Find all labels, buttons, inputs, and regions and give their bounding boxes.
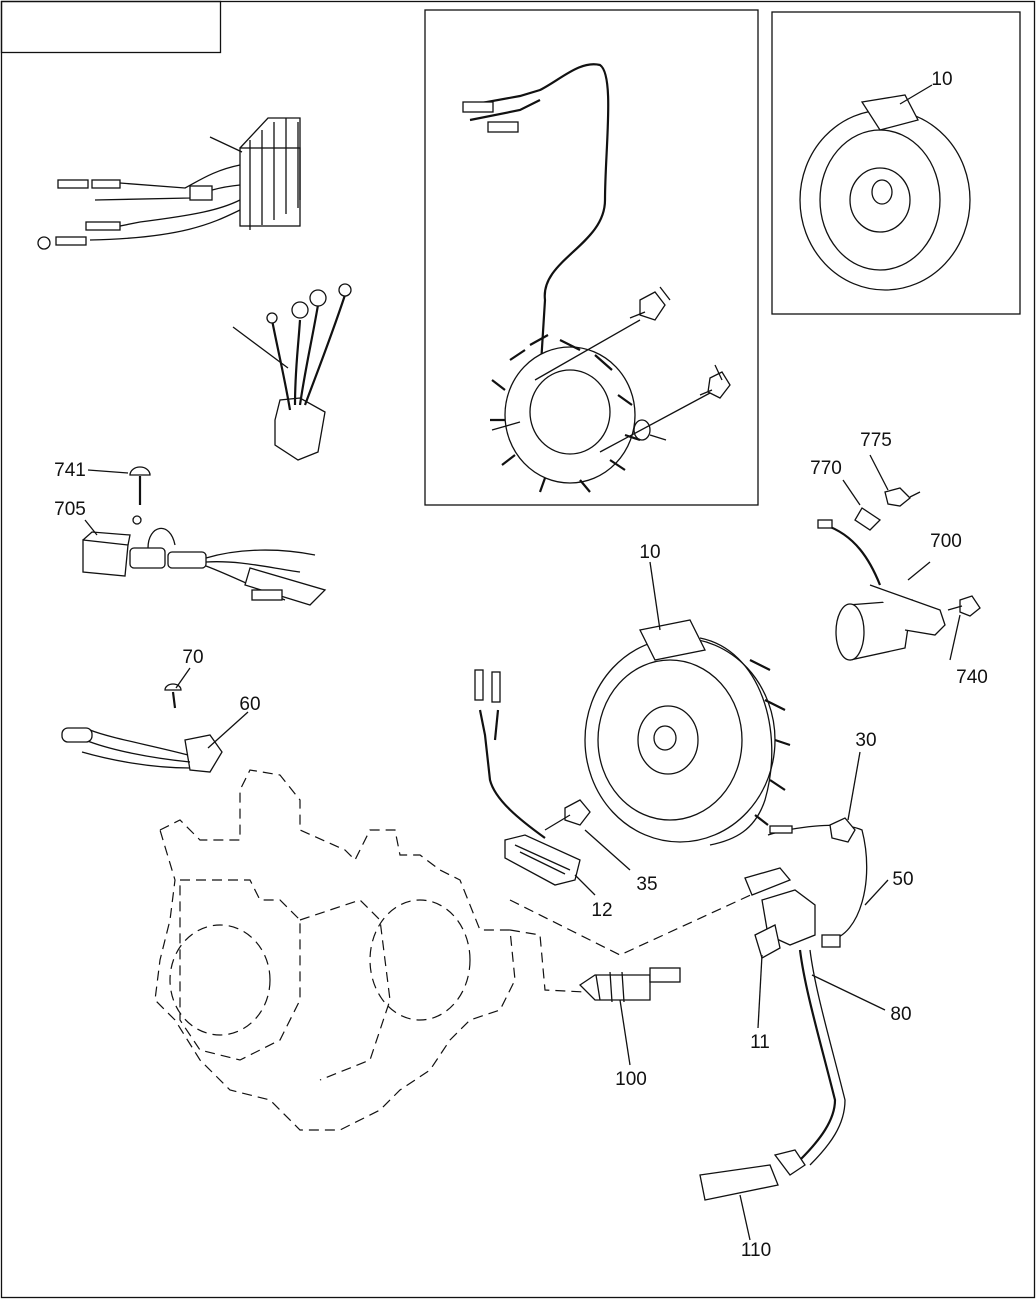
engine-block-outline bbox=[154, 769, 756, 1131]
stator bbox=[462, 63, 731, 493]
callout-35: 35 bbox=[636, 874, 657, 895]
flywheel-inset bbox=[799, 84, 971, 291]
callout-10-flywheel: 10 bbox=[639, 542, 660, 563]
callout-60: 60 bbox=[239, 694, 260, 715]
callout-770: 770 bbox=[810, 458, 842, 479]
callout-100: 100 bbox=[615, 1069, 647, 1090]
cdi-unit bbox=[82, 466, 327, 606]
ignition-coil bbox=[699, 817, 868, 1201]
trigger-sensor bbox=[61, 683, 223, 773]
callout-740: 740 bbox=[956, 667, 988, 688]
callout-50: 50 bbox=[892, 869, 913, 890]
pulse-generator bbox=[474, 669, 631, 896]
rectifier-harness bbox=[232, 283, 352, 461]
callout-leaders bbox=[84, 454, 961, 1241]
callout-70: 70 bbox=[182, 647, 203, 668]
callout-30: 30 bbox=[855, 730, 876, 751]
callout-110: 110 bbox=[741, 1240, 771, 1261]
callout-741: 741 bbox=[54, 460, 86, 481]
title-box bbox=[0, 0, 222, 54]
flywheel bbox=[584, 561, 791, 846]
stator-inset-frame bbox=[424, 9, 759, 506]
spark-plug bbox=[578, 967, 681, 1066]
voltage-regulator bbox=[37, 117, 301, 250]
callout-775: 775 bbox=[860, 430, 892, 451]
callout-11: 11 bbox=[750, 1032, 770, 1053]
callout-10-inset: 10 bbox=[931, 69, 952, 90]
callout-705: 705 bbox=[54, 499, 86, 520]
callout-12: 12 bbox=[591, 900, 612, 921]
callout-80: 80 bbox=[890, 1004, 911, 1025]
flywheel-inset-frame bbox=[771, 11, 1021, 315]
callout-700: 700 bbox=[930, 531, 962, 552]
starter-motor bbox=[817, 487, 981, 661]
